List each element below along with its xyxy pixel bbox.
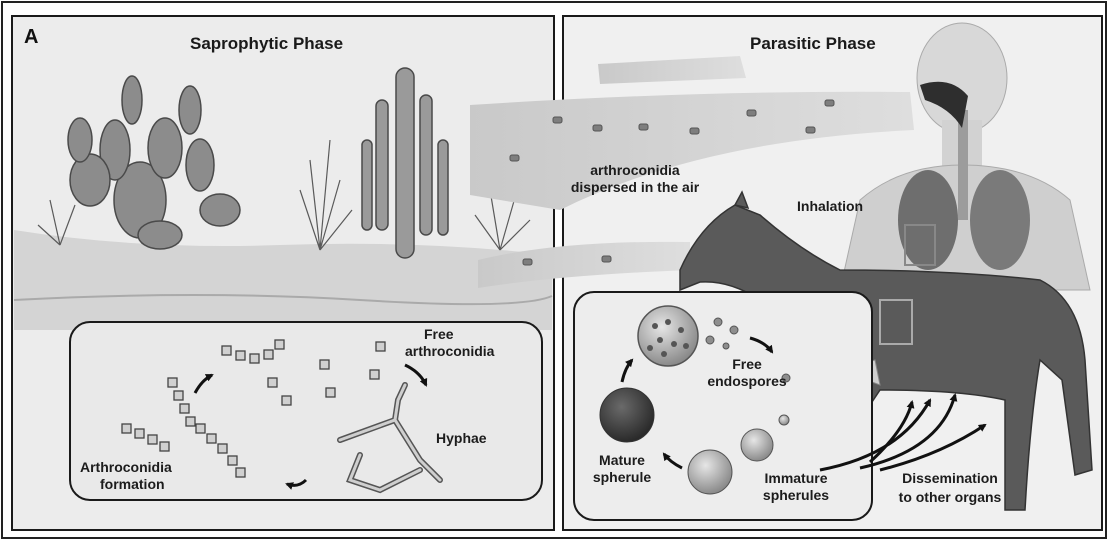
immature-spherule-small [779,415,789,425]
hyphae-label: Hyphae [436,430,487,447]
saprophytic-title: Saprophytic Phase [190,34,343,54]
free-endospores-label-1: Free [722,356,772,373]
parasitic-title: Parasitic Phase [750,34,876,54]
ruptured-spherule [638,306,698,366]
immature-spherule-large [688,450,732,494]
arthroconidia-formation-label-1: Arthroconidia [80,459,172,476]
dispersed-label-2: dispersed in the air [545,179,725,196]
mature-spherule [600,388,654,442]
free-arthroconidia-label-1: Free [424,326,454,343]
dissemination-label-1: Dissemination [890,470,1010,487]
immature-spherules-label-1: Immature [754,470,838,487]
inhalation-label: Inhalation [797,198,863,215]
mature-spherule-label-1: Mature [592,452,652,469]
dispersed-label-1: arthroconidia [560,162,710,179]
immature-spherules-label-2: spherules [752,487,840,504]
dissemination-label-2: to other organs [885,489,1015,506]
free-arthroconidia-label-2: arthroconidia [405,343,494,360]
mature-spherule-label-2: spherule [584,469,660,486]
panel-letter: A [24,26,38,48]
arthroconidia-formation-label-2: formation [100,476,165,493]
free-endospores-label-2: endospores [700,373,794,390]
immature-spherule-medium [741,429,773,461]
